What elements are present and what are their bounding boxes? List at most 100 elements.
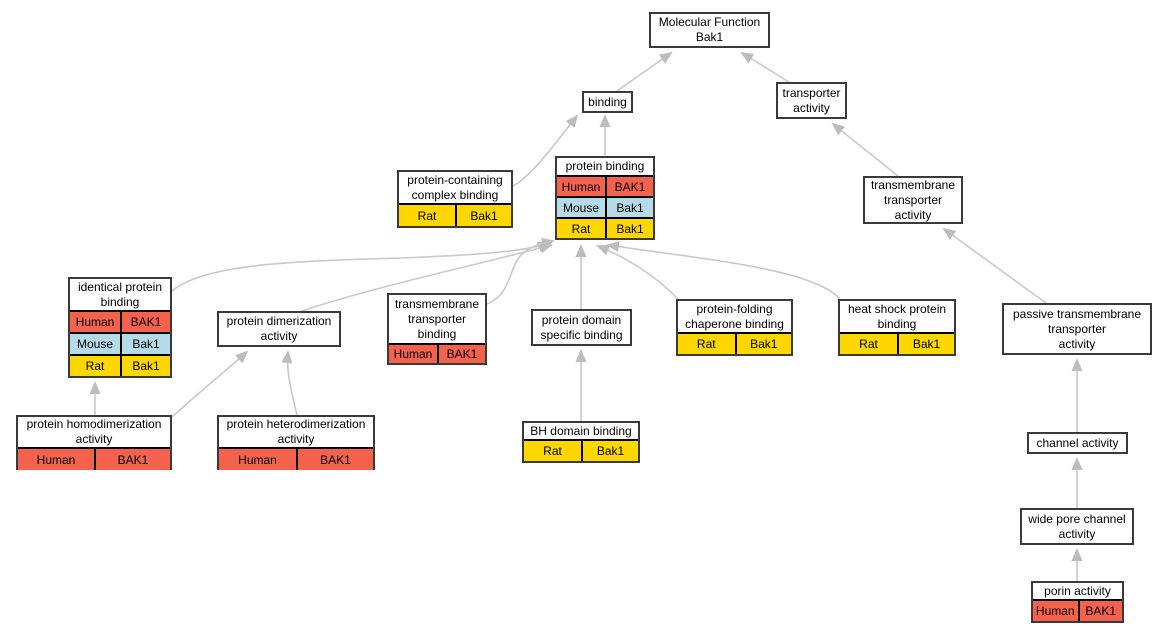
node-label: porin activity — [1033, 583, 1122, 599]
node-label-line: activity — [793, 100, 830, 115]
node-label-line: chaperone binding — [685, 316, 784, 331]
species-cell: Human — [561, 179, 601, 194]
node-label-line: transmembrane — [870, 178, 956, 192]
annotation-row-rat[interactable]: Rat Bak1 — [557, 217, 653, 238]
species-cell: Rat — [571, 221, 591, 236]
species-cell: Rat — [543, 444, 562, 458]
node-channel-activity[interactable]: channel activity — [1027, 432, 1128, 454]
gene-cell: Bak1 — [734, 334, 792, 354]
node-label-line: wide pore channel — [1028, 511, 1126, 526]
species-cell: Human — [75, 315, 115, 329]
annotation-row-mouse[interactable]: Mouse Bak1 — [70, 332, 170, 354]
node-label-line: transmembrane — [394, 296, 480, 311]
node-label-line: passive transmembrane — [1012, 306, 1142, 321]
gene-cell: BAK1 — [296, 449, 373, 470]
annotation-row-human[interactable]: Human BAK1 — [219, 447, 373, 470]
species-cell: Mouse — [76, 337, 114, 351]
edge-transmembrane-transporter-binding-to-protein-binding — [486, 238, 555, 305]
species-cell: Mouse — [562, 200, 600, 215]
node-label-line: protein-containing — [407, 172, 503, 187]
node-label: channel activity — [1029, 434, 1126, 452]
gene-cell: BAK1 — [437, 345, 485, 363]
gene-cell: BAK1 — [1077, 601, 1123, 621]
edge-protein-heterodimerization-activity-to-protein-dimerization-activity — [281, 350, 298, 416]
species-cell: Human — [36, 452, 76, 467]
node-label-line: channel activity — [1036, 435, 1119, 450]
species-cell: Human — [238, 452, 277, 467]
node-label-line: protein dimerization — [226, 314, 332, 328]
node-binding[interactable]: binding — [582, 91, 633, 113]
species-cell: Human — [393, 347, 433, 361]
edge-identical-protein-binding-to-protein-binding — [171, 241, 551, 292]
node-label-line: activity — [277, 432, 315, 446]
node-label-line: protein binding — [565, 159, 645, 173]
node-label-line: activity — [1058, 336, 1096, 351]
node-label: protein binding — [557, 158, 653, 175]
edge-transmembrane-transporter-activity-to-transporter-activity — [831, 122, 899, 177]
gene-cell: BAK1 — [94, 449, 170, 470]
annotation-row-human[interactable]: Human BAK1 — [18, 447, 170, 470]
node-label-line: transporter — [407, 311, 467, 326]
node-label-line: activity — [260, 329, 298, 343]
species-cell: Rat — [696, 337, 716, 351]
node-label-line: protein-folding — [696, 301, 773, 316]
node-label-line: binding — [877, 316, 917, 331]
node-label-line: complex binding — [411, 187, 499, 202]
gene-cell: Bak1 — [120, 334, 170, 354]
species-cell: Rat — [85, 359, 105, 373]
node-label-line: activity — [894, 208, 932, 222]
node-label-line: protein homodimerization — [26, 417, 162, 431]
node-label-line: transporter — [883, 193, 943, 207]
annotation-row-rat[interactable]: Rat Bak1 — [678, 332, 791, 354]
species-cell: Rat — [417, 208, 437, 223]
edge-protein-homodimerization-activity-to-protein-dimerization-activity — [171, 350, 249, 418]
node-label-line: BH domain binding — [530, 423, 632, 438]
node-label-line: binding — [588, 94, 627, 109]
gene-cell: Bak1 — [897, 334, 954, 354]
edge-binding-to-molecular-function-bak1 — [616, 51, 673, 92]
annotation-row-human[interactable]: Human BAK1 — [389, 343, 485, 363]
node-label-line: specific binding — [540, 327, 623, 342]
node-label-line: activity — [75, 432, 113, 446]
node-label-line: identical protein — [77, 279, 163, 294]
gene-cell: Bak1 — [605, 198, 653, 217]
node-label-line: Molecular Function — [658, 15, 761, 29]
node-label-line: transporter — [782, 85, 841, 100]
annotation-row-rat[interactable]: Rat Bak1 — [840, 332, 954, 354]
node-label: binding — [584, 93, 631, 111]
edge-passive-transmembrane-transporter-activity-to-transmembrane-transporter-activity — [942, 227, 1047, 304]
node-label-line: binding — [417, 326, 457, 341]
species-cell: Rat — [859, 337, 878, 351]
annotation-row-mouse[interactable]: Mouse Bak1 — [557, 196, 653, 217]
gene-cell: Bak1 — [605, 219, 653, 238]
